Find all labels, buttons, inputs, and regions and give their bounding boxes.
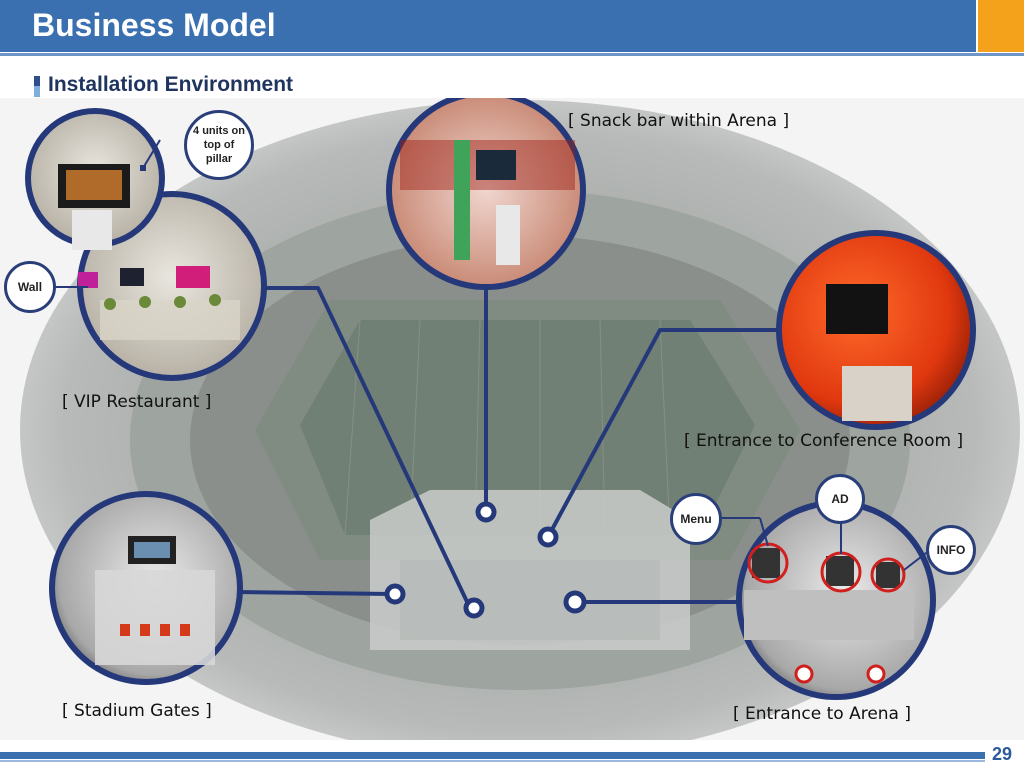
caption-conference-room: [ Entrance to Conference Room ] (684, 431, 964, 451)
footer-bar (0, 752, 985, 759)
callout-ad: AD (815, 474, 865, 524)
header-underline (0, 53, 1024, 56)
caption-entrance-arena: [ Entrance to Arena ] (733, 704, 912, 724)
caption-vip-restaurant: [ VIP Restaurant ] (62, 392, 212, 412)
subtitle-marker-light (34, 86, 40, 97)
caption-stadium-gates: [ Stadium Gates ] (62, 701, 212, 721)
callout-wall: Wall (4, 261, 56, 313)
callout-menu: Menu (670, 493, 722, 545)
callout-pillar: 4 units on top of pillar (184, 110, 254, 180)
page-title: Business Model (32, 7, 276, 43)
page-number: 29 (992, 744, 1013, 764)
header-accent (978, 0, 1024, 52)
caption-snack-bar: [ Snack bar within Arena ] (568, 111, 790, 131)
stadium-illustration (0, 98, 1024, 740)
callout-info: INFO (926, 525, 976, 575)
section-subtitle: Installation Environment (48, 73, 294, 96)
footer-line (0, 760, 985, 762)
header-bar (0, 0, 976, 52)
